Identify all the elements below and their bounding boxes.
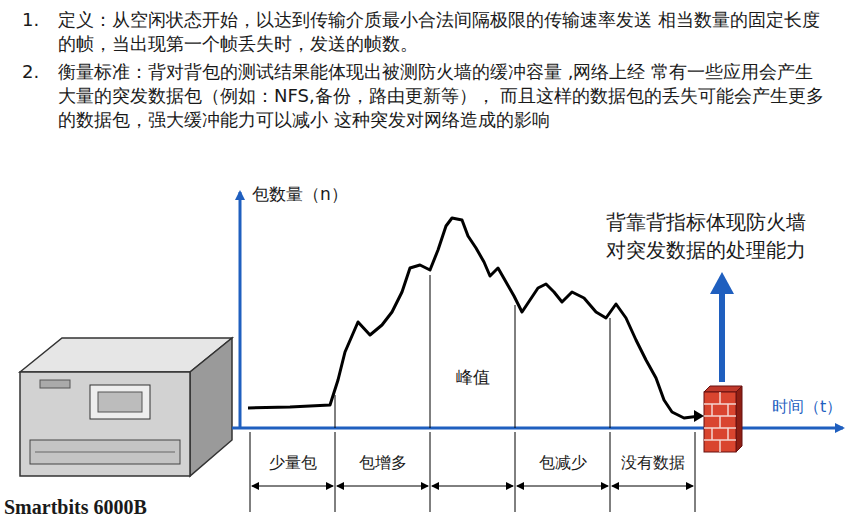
device-label: Smartbits 6000B xyxy=(4,494,224,520)
firewall-icon xyxy=(704,386,742,452)
criterion-text: 衡量标准：背对背包的测试结果能体现出被测防火墙的缓冲容量 ,网络上经 常有一些应… xyxy=(58,60,828,132)
segment-label: 包减少 xyxy=(517,452,609,474)
axis-label: 时间（t） xyxy=(772,396,847,418)
definition-text: 定义：从空闲状态开始，以达到传输介质最小合法间隔极限的传输速率发送 相当数量的固… xyxy=(58,8,828,56)
y-axis xyxy=(239,192,242,428)
peak-label: 峰值 xyxy=(448,366,498,388)
item-number: 1. xyxy=(22,8,52,32)
segment-label: 包增多 xyxy=(337,452,429,474)
segment-label: 没有数据 xyxy=(612,452,694,474)
x-axis xyxy=(240,427,843,430)
segment-label: 少量包 xyxy=(252,452,334,474)
tester-device xyxy=(20,338,232,476)
axis-label: 包数量（n） xyxy=(252,183,392,205)
item-number: 2. xyxy=(22,60,52,84)
callout-text: 背靠背指标体现防火墙对突发数据的处理能力 xyxy=(606,208,818,264)
